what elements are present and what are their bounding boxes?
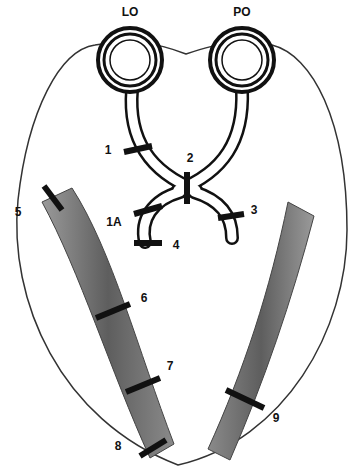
- lesion-number: 1A: [106, 216, 121, 228]
- lesion-number: 6: [141, 292, 148, 304]
- right-eye: [210, 28, 274, 92]
- eye-label: LO: [122, 6, 139, 18]
- left-optic-radiation: [42, 188, 174, 458]
- eye-label: PO: [233, 6, 250, 18]
- lesion-number: 2: [187, 152, 194, 164]
- left-eye: [98, 28, 162, 92]
- right-optic-radiation: [208, 202, 314, 460]
- lesion-number: 3: [251, 204, 258, 216]
- lesion-number: 9: [273, 412, 280, 424]
- brain-outline: [17, 42, 347, 465]
- lesion-number: 1: [105, 144, 112, 156]
- lesion-number: 8: [115, 440, 122, 452]
- lesion-number: 5: [15, 206, 22, 218]
- lesion-number: 7: [167, 360, 174, 372]
- lesion-marks: [44, 146, 264, 456]
- lesion-number: 4: [173, 239, 180, 251]
